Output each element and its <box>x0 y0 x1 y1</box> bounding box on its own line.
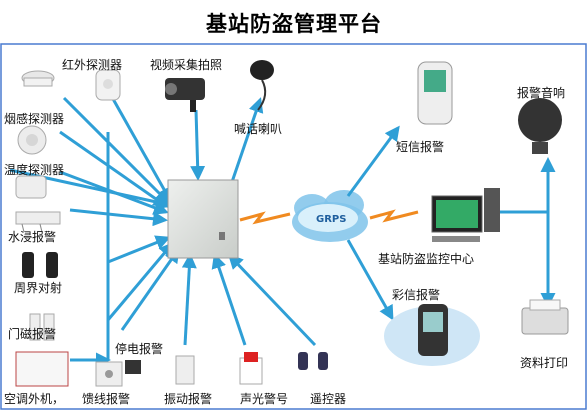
print-label: 资料打印 <box>520 356 569 370</box>
perimeter-beam-label: 周界对射 <box>14 281 63 295</box>
arrow-power <box>120 247 180 331</box>
aircon-sensor-icon <box>15 351 69 387</box>
arrow-remote <box>227 253 317 347</box>
arrow-sms <box>346 125 400 197</box>
aircon-label: 空调外机， <box>4 392 65 406</box>
perimeter-beam-icon <box>22 252 58 278</box>
remote-control-icon <box>298 352 328 370</box>
siren-icon <box>239 352 263 385</box>
speaker-microphone-icon <box>250 60 274 111</box>
video-capture-label: 视频采集拍照 <box>150 58 223 72</box>
temperature-detector-label: 温度探测器 <box>4 163 65 177</box>
door-magnet-icon <box>29 313 55 341</box>
arrow-water <box>69 208 168 227</box>
vibration-sensor-icon <box>175 355 195 385</box>
sms-alarm-label: 短信报警 <box>396 140 445 154</box>
controller-lock <box>219 232 225 240</box>
door-magnet-label: 门磁报警 <box>8 327 57 341</box>
water-alarm-label: 水浸报警 <box>8 230 57 244</box>
monitoring-center-label: 基站防盗监控中心 <box>378 252 475 266</box>
arrow-smoke2 <box>59 130 169 208</box>
vibration-alarm-label: 振动报警 <box>164 392 213 406</box>
alarm-speaker-icon <box>518 98 562 154</box>
arrow-door <box>106 241 174 321</box>
mms-phone-icon <box>384 304 480 366</box>
arrow-mms <box>346 239 394 321</box>
sms-phone-icon <box>417 61 453 125</box>
alarm-sound-label: 报警音响 <box>517 86 566 100</box>
camera-icon <box>165 78 205 112</box>
power-sensor-icon <box>125 360 141 374</box>
link-controller-cloud <box>239 211 291 225</box>
water-sensor-icon <box>15 211 61 233</box>
arrow-soundlight <box>211 253 247 346</box>
smoke-detector-label: 烟感探测器 <box>4 112 65 126</box>
feeder-sensor-icon <box>95 361 123 387</box>
grps-label: GRPS <box>316 214 347 225</box>
smoke-sensor-icon <box>17 125 47 155</box>
grps-cloud <box>292 190 368 242</box>
infrared-detector-icon <box>95 69 121 101</box>
arrow-perimeter <box>107 235 171 264</box>
arrow-infrared <box>106 89 172 203</box>
power-alarm-label: 停电报警 <box>115 342 164 356</box>
remote-control-label: 遥控器 <box>310 392 347 406</box>
arrow-speaker <box>230 97 264 183</box>
controller-box <box>167 179 239 259</box>
infrared-detector-label: 红外探测器 <box>62 58 123 72</box>
arrow-vibration <box>181 253 197 346</box>
diagram-title: 基站防盗管理平台 <box>206 11 382 36</box>
diagram-frame <box>0 43 587 410</box>
mms-alarm-label: 彩信报警 <box>392 288 441 302</box>
arrow-smoke <box>62 96 171 205</box>
sound-light-label: 声光警号 <box>240 392 289 406</box>
link-cloud-center <box>369 209 419 223</box>
printer-icon <box>521 299 569 335</box>
feeder-alarm-label: 馈线报警 <box>82 392 131 406</box>
speaker-label: 喊话喇叭 <box>234 122 283 136</box>
temperature-sensor-icon <box>15 175 47 199</box>
smoke-detector-icon <box>21 70 55 87</box>
monitoring-computer-icon <box>431 188 500 242</box>
arrow-temp <box>59 170 169 215</box>
arrow-video <box>190 109 206 181</box>
